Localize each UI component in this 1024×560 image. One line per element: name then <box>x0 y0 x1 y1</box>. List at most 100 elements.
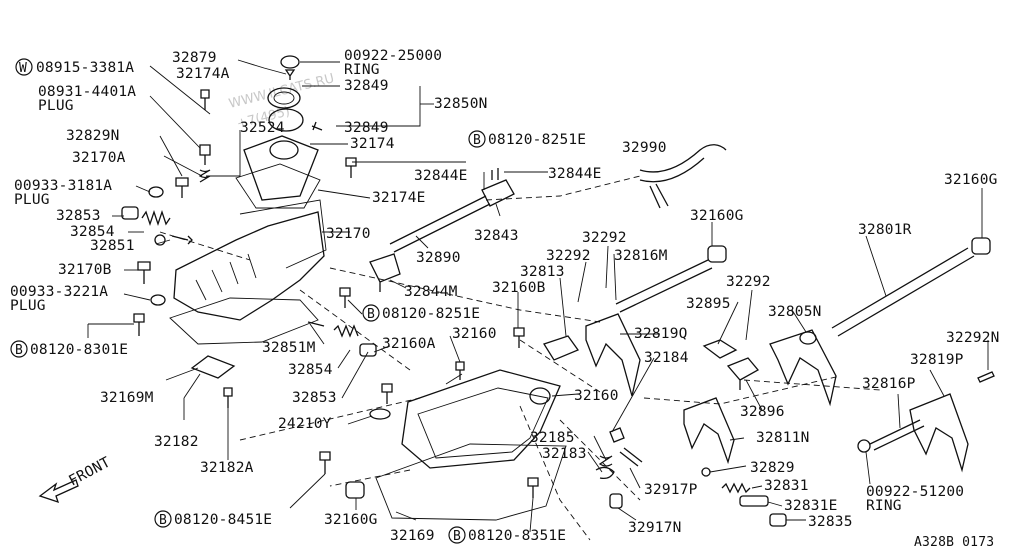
bracket-32895 <box>702 339 738 359</box>
label-32844e-a: 32844E <box>414 168 468 184</box>
bolt-08120-8251e-b <box>339 287 351 308</box>
pin-32879 <box>284 69 296 80</box>
ball-32851 <box>171 235 193 245</box>
label-32160g-a: 32160G <box>944 172 998 188</box>
label-32160-b: 32160 <box>574 388 619 404</box>
label-32843: 32843 <box>474 228 519 244</box>
bolt-32160a <box>381 383 393 404</box>
label-32917p: 32917P <box>644 482 698 498</box>
plug-00933-3221a <box>150 294 166 306</box>
seal-32849-bottom <box>268 108 304 132</box>
label-plug-3: PLUG <box>10 298 46 314</box>
plunger-32831e <box>739 495 769 507</box>
front-label: FRONT <box>66 454 113 489</box>
diagram-code: A328B 0173 <box>914 535 994 550</box>
label-32835: 32835 <box>808 514 853 530</box>
rod-32816m <box>615 259 713 313</box>
label-32849-a: 32849 <box>344 78 389 94</box>
badge-b3-circle <box>10 340 28 358</box>
label-32174: 32174 <box>350 136 395 152</box>
label-32854-b: 32854 <box>288 362 333 378</box>
ring-00922-51200 <box>857 439 871 453</box>
badge-b5-circle <box>448 526 466 544</box>
fork-32805n <box>769 329 837 407</box>
label-32160-a: 32160 <box>452 326 497 342</box>
label-00922-51200: 00922-51200 <box>866 484 964 500</box>
fork-32805n-hub <box>799 331 817 345</box>
badge-w-circle <box>15 58 33 76</box>
bolt-32829n <box>175 177 189 198</box>
plug-32835 <box>769 513 787 527</box>
label-08120-8351e: 08120-8351E <box>468 528 566 544</box>
label-32844m: 32844M <box>404 284 458 300</box>
part-labels: 00922-25000 RING 32879 08915-3381A 32174… <box>10 48 999 550</box>
bushing-32160g-b <box>971 237 991 255</box>
label-32185: 32185 <box>530 430 575 446</box>
lever-32184 <box>609 427 625 443</box>
dashed-alignment-lines <box>159 175 881 541</box>
label-32890: 32890 <box>416 250 461 266</box>
label-08120-8451e: 08120-8451E <box>174 512 272 528</box>
bolt-32160b <box>513 327 525 348</box>
fork-32819p <box>909 393 969 473</box>
label-32170a: 32170A <box>72 150 126 166</box>
label-32805n: 32805N <box>768 304 822 320</box>
label-ring-bottom: RING <box>866 498 902 514</box>
spring-32854-center <box>333 324 359 338</box>
label-32292-a: 32292 <box>582 230 627 246</box>
plug-00933-3181a <box>148 186 164 198</box>
plate-32182 <box>190 355 236 379</box>
label-32174e: 32174E <box>372 190 426 206</box>
prefix-badges: W B B B B B <box>10 58 486 544</box>
plug-32853-center <box>359 343 377 357</box>
badge-b5: B <box>453 529 461 544</box>
gasket-32169 <box>375 443 567 521</box>
label-32895: 32895 <box>686 296 731 312</box>
label-32819p: 32819P <box>910 352 964 368</box>
front-arrow: FRONT <box>38 454 113 504</box>
bushing-32160g-a <box>707 245 727 263</box>
lever-32896 <box>726 357 760 390</box>
label-32831e: 32831E <box>784 498 838 514</box>
label-32816p: 32816P <box>862 376 916 392</box>
label-32182: 32182 <box>154 434 199 450</box>
badge-b2: B <box>367 307 375 322</box>
label-32170b: 32170B <box>58 262 112 278</box>
label-32160g-c: 32160G <box>324 512 378 528</box>
label-32851m: 32851M <box>262 340 316 356</box>
label-08120-8301e: 08120-8301E <box>30 342 128 358</box>
boss-32160 <box>529 387 551 405</box>
shaft-32801r <box>831 247 975 337</box>
label-32879: 32879 <box>172 50 217 66</box>
label-32184: 32184 <box>644 350 689 366</box>
bushing-32160g-c <box>345 481 365 499</box>
case-flange <box>239 199 327 269</box>
leader-lines <box>87 59 989 533</box>
label-08120-8251e-a: 08120-8251E <box>488 132 586 148</box>
label-32169m: 32169M <box>100 390 154 406</box>
label-32853-b: 32853 <box>292 390 337 406</box>
pin-32844e-a <box>491 168 499 180</box>
label-32819q: 32819Q <box>634 326 688 342</box>
extension-flange <box>417 387 549 459</box>
pin-32292n <box>977 371 995 383</box>
badge-b1: B <box>473 133 481 148</box>
top-cover-32174 <box>243 135 319 201</box>
label-32917n: 32917N <box>628 520 682 536</box>
bracket-32813 <box>543 335 580 361</box>
fork-32819q <box>585 313 641 397</box>
label-32829n: 32829N <box>66 128 120 144</box>
gasket-32169m <box>169 297 319 345</box>
spring-32185 <box>598 455 613 467</box>
label-32524: 32524 <box>240 120 285 136</box>
label-32844e-b: 32844E <box>548 166 602 182</box>
label-32851: 32851 <box>90 238 135 254</box>
plug-08931-4401a <box>199 144 211 165</box>
label-32182a: 32182A <box>200 460 254 476</box>
label-24210y: 24210Y <box>278 416 332 432</box>
top-cover-boss <box>269 140 299 160</box>
label-32183: 32183 <box>542 446 587 462</box>
bolt-08120-8251e-a <box>345 157 357 178</box>
label-plug-1: PLUG <box>38 98 74 114</box>
